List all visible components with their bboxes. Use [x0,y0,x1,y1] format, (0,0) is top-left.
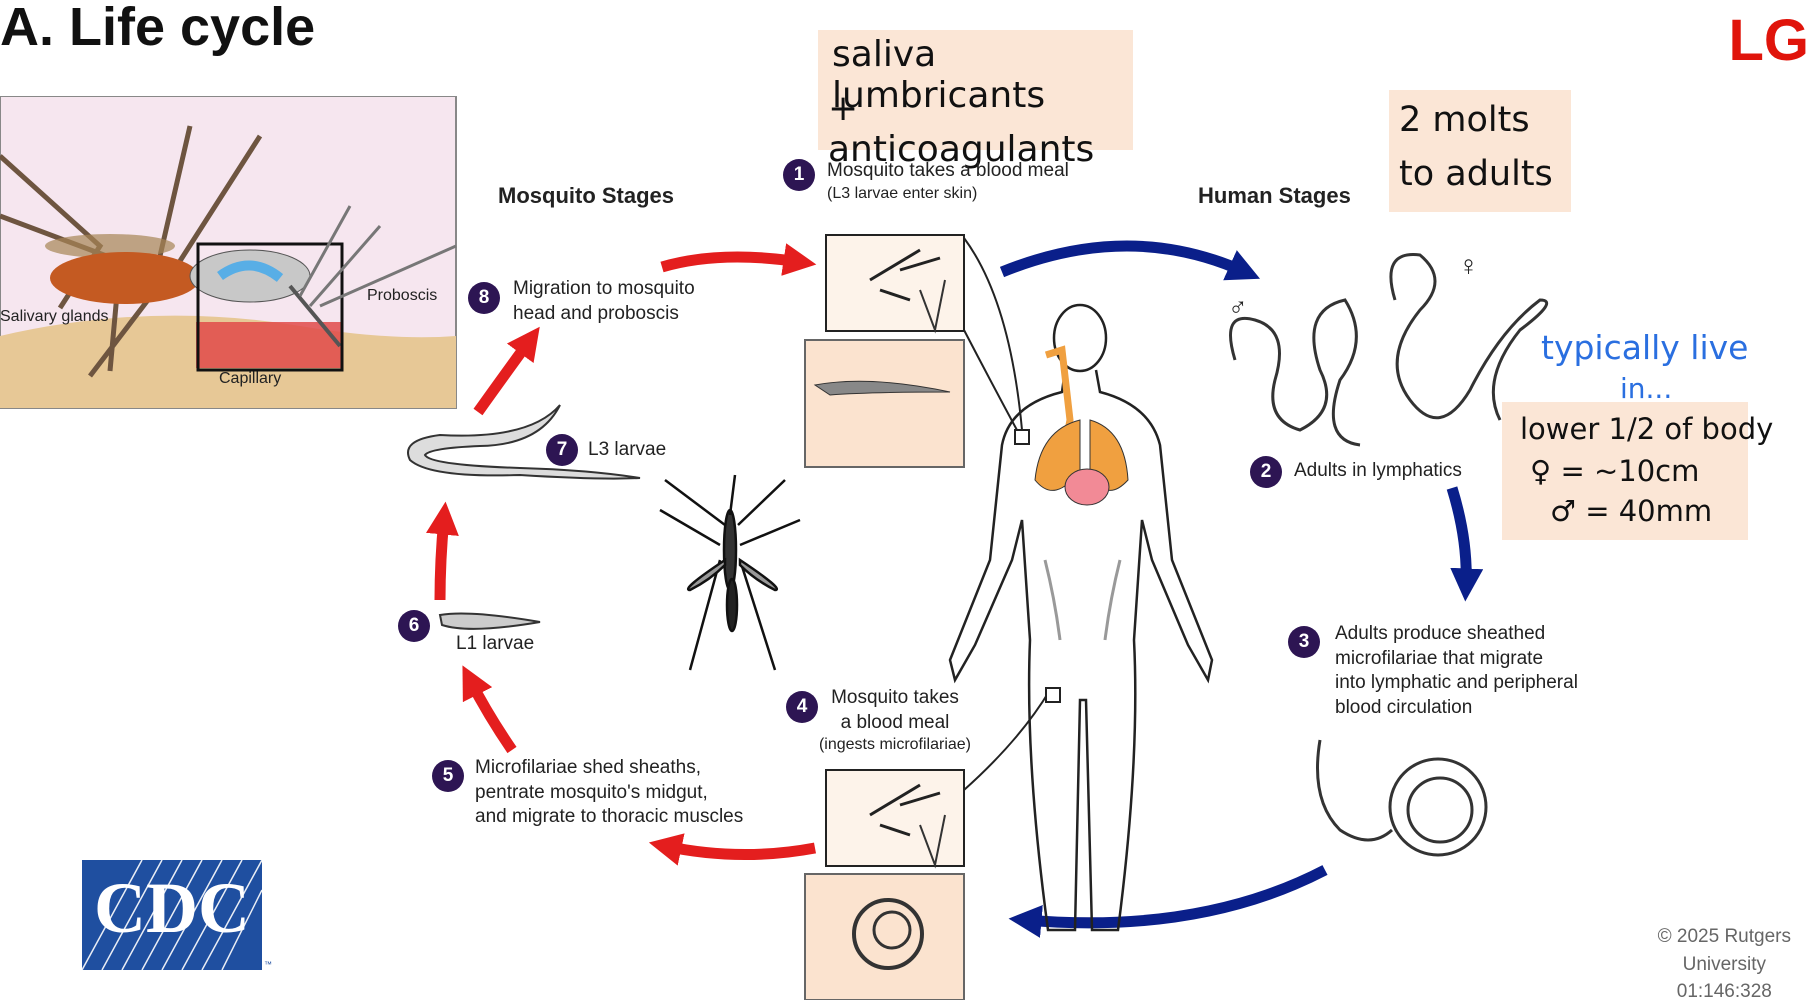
corner-label: LG [1728,8,1809,73]
step-3-number: 3 [1288,626,1320,658]
note-molts: 2 molts to adults [1389,90,1571,212]
note-body-distribution: lower 1/2 of body ♀ = ~10cm ♂ = 40mm [1502,402,1773,540]
mosquito-drawing [659,474,801,671]
l3-larva-drawing [407,404,641,480]
microfilaria-drawing [1316,739,1488,857]
arrow-8-to-1 [660,243,817,276]
arrow-4-to-5 [648,833,817,866]
heading-mosquito-stages: Mosquito Stages [498,183,675,208]
step-2-number: 2 [1250,456,1282,488]
note-saliva: saliva lumbricants + anticoagulants [818,30,1133,170]
step-7-caption: L3 larvae [588,439,667,460]
cdc-logo: CDC ™ [81,859,272,971]
step-3-caption: Adults produce sheathed microfilariae th… [1335,623,1578,719]
arrow-6-to-7 [426,501,459,601]
step-1-caption: Mosquito takes a blood meal [827,160,1069,181]
human-figure [948,303,1214,932]
cdc-trademark: ™ [264,960,272,969]
note-typically: typically live [1541,328,1749,367]
cdc-logo-text: CDC [94,868,250,948]
arrow-3-to-4 [1008,865,1328,938]
label-proboscis: Proboscis [367,287,438,304]
adult-worms-drawing [1229,253,1549,447]
step-4-caption: Mosquito takes a blood meal (ingests mic… [818,687,972,754]
heading-human-stages: Human Stages [1198,183,1351,208]
step-6-caption: L1 larvae [456,633,535,654]
panel-bite-top [825,234,965,334]
l1-larva-drawing [438,612,541,630]
step-8-caption: Migration to mosquito head and proboscis [513,278,695,324]
step-4-number: 4 [786,691,818,723]
arrow-1-to-2 [999,240,1261,281]
step-6-number: 6 [398,610,430,642]
note-in: in... [1620,372,1673,405]
step-2-caption: Adults in lymphatics [1294,460,1462,481]
label-salivary-glands: Salivary glands [0,308,109,325]
step-7-number: 7 [546,434,578,466]
mosquito-anatomy-inset [0,96,457,409]
slide-title: A. Life cycle [0,0,316,57]
panel-microfilariae-closeup [804,873,965,1000]
male-symbol: ♂ [1228,292,1248,322]
label-capillary: Capillary [219,370,282,387]
step-1-subcaption: (L3 larvae enter skin) [827,185,978,202]
step-5-caption: Microfilariae shed sheaths, pentrate mos… [475,757,744,828]
arrow-7-to-8 [473,326,540,416]
step-1-number: 1 [783,159,815,191]
panel-larvae-closeup [804,339,965,468]
panel-bite-bottom [825,769,965,869]
step-5-number: 5 [432,760,464,792]
copyright: © 2025 Rutgers University 01:146:328 [1657,926,1791,1003]
step-8-number: 8 [468,282,500,314]
arrow-2-to-3 [1446,486,1484,602]
female-symbol: ♀ [1458,250,1479,281]
arrow-5-to-6 [462,665,517,754]
